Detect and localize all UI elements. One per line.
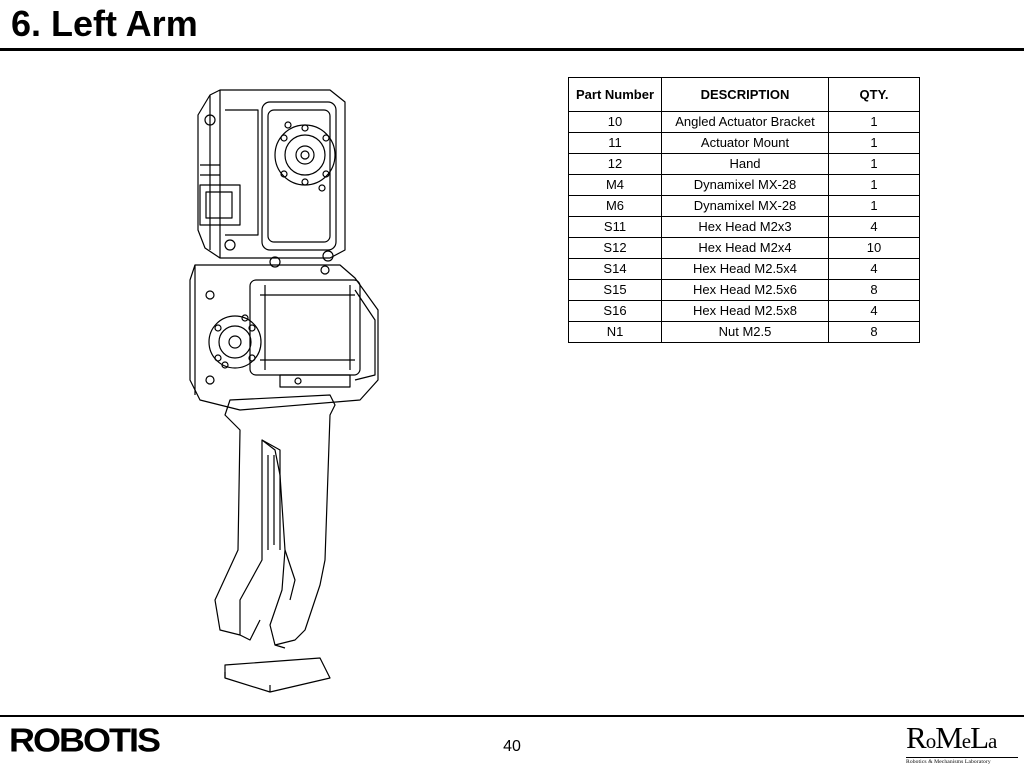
description-cell: Hex Head M2.5x8 [661,300,829,322]
table-row: S16 Hex Head M2.5x8 4 [568,300,920,322]
table-row: 12 Hand 1 [568,153,920,175]
header-description: DESCRIPTION [661,77,829,112]
description-cell: Hex Head M2x3 [661,216,829,238]
quantity-cell: 1 [828,174,920,196]
description-cell: Dynamixel MX-28 [661,174,829,196]
hand-drawing [214,394,336,693]
quantity-cell: 4 [828,300,920,322]
table-row: M6 Dynamixel MX-28 1 [568,195,920,217]
part-number-cell: S11 [568,216,662,238]
table-row: 10 Angled Actuator Bracket 1 [568,111,920,133]
footer-divider [0,715,1024,717]
part-number-cell: M6 [568,195,662,217]
table-row: S12 Hex Head M2x4 10 [568,237,920,259]
part-number-cell: S15 [568,279,662,301]
lower-servo-drawing [189,264,379,411]
quantity-cell: 1 [828,153,920,175]
part-number-cell: S14 [568,258,662,280]
table-row: S14 Hex Head M2.5x4 4 [568,258,920,280]
part-number-cell: 11 [568,132,662,154]
part-number-cell: N1 [568,321,662,343]
quantity-cell: 4 [828,216,920,238]
part-number-cell: S16 [568,300,662,322]
quantity-cell: 1 [828,195,920,217]
quantity-cell: 1 [828,111,920,133]
table-row: M4 Dynamixel MX-28 1 [568,174,920,196]
description-cell: Dynamixel MX-28 [661,195,829,217]
description-cell: Hex Head M2.5x6 [661,279,829,301]
part-number-cell: M4 [568,174,662,196]
quantity-cell: 8 [828,321,920,343]
page-number: 40 [503,738,521,755]
header-quantity: QTY. [828,77,920,112]
parts-table: Part Number DESCRIPTION QTY. 10 Angled A… [568,77,920,343]
romela-logo: RoMeLa Robotics & Mechanisms Laboratory [906,720,1018,765]
part-number-cell: 12 [568,153,662,175]
quantity-cell: 1 [828,132,920,154]
table-row: S15 Hex Head M2.5x6 8 [568,279,920,301]
table-row: 11 Actuator Mount 1 [568,132,920,154]
table-row: S11 Hex Head M2x3 4 [568,216,920,238]
description-cell: Hex Head M2.5x4 [661,258,829,280]
quantity-cell: 10 [828,237,920,259]
part-number-cell: 10 [568,111,662,133]
romela-wordmark: RoMeLa [906,720,997,755]
romela-subtitle: Robotics & Mechanisms Laboratory [906,757,1018,765]
part-number-cell: S12 [568,237,662,259]
header-divider [0,48,1024,51]
left-arm-assembly-drawing [189,89,379,693]
header-part-number: Part Number [568,77,662,112]
table-row: N1 Nut M2.5 8 [568,321,920,343]
page-title: 6. Left Arm [11,3,198,44]
description-cell: Actuator Mount [661,132,829,154]
quantity-cell: 4 [828,258,920,280]
description-cell: Hand [661,153,829,175]
robotis-logo: ROBOTIS [9,721,161,759]
upper-servo-drawing [197,89,346,268]
table-header-row: Part Number DESCRIPTION QTY. [568,77,920,112]
description-cell: Nut M2.5 [661,321,829,343]
quantity-cell: 8 [828,279,920,301]
description-cell: Hex Head M2x4 [661,237,829,259]
description-cell: Angled Actuator Bracket [661,111,829,133]
